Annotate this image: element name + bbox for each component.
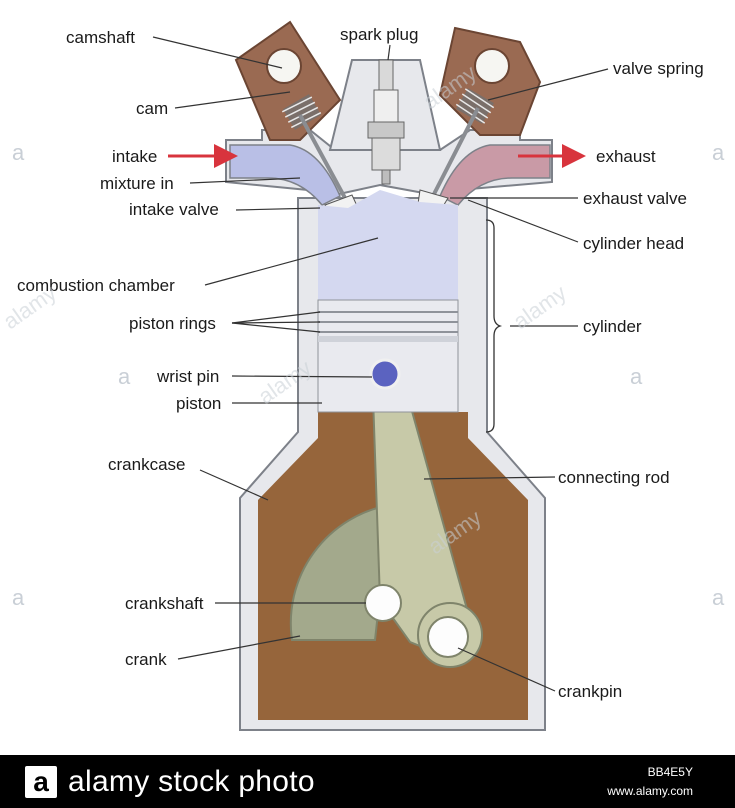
crankpin (427, 616, 469, 658)
spark-plug (367, 59, 405, 185)
watermark-mark: a (712, 585, 725, 610)
label-intake-valve: intake valve (129, 200, 219, 219)
leader-lines (152, 36, 609, 692)
exhaust-valve-stem (430, 107, 480, 199)
valve-spring-right (455, 88, 495, 124)
watermark-mark: a (118, 364, 131, 389)
combustion-chamber (318, 190, 458, 300)
alamy-logo: a (25, 766, 57, 798)
label-crankcase: crankcase (108, 455, 185, 474)
valve-spring-left (281, 94, 322, 130)
label-cam: cam (136, 99, 168, 118)
cylinder-bracket (485, 219, 503, 433)
watermark-mark: a (712, 140, 725, 165)
label-cylinder-head: cylinder head (583, 234, 684, 253)
label-piston: piston (176, 394, 221, 413)
label-crank: crank (125, 650, 167, 669)
cam-housing-left (234, 20, 342, 141)
image-code: BB4E5Y (647, 765, 693, 779)
diagram-canvas: a a a a a a a a a a (0, 20, 725, 731)
label-cylinder: cylinder (583, 317, 642, 336)
label-connecting-rod: connecting rod (558, 468, 670, 487)
label-crankpin: crankpin (558, 682, 622, 701)
label-combustion-chamber: combustion chamber (17, 276, 175, 295)
label-intake: intake (112, 147, 157, 166)
label-crankshaft: crankshaft (125, 594, 204, 613)
label-spark-plug: spark plug (340, 25, 418, 44)
watermark-mark: a (630, 364, 643, 389)
label-exhaust: exhaust (596, 147, 656, 166)
site-url: www.alamy.com (607, 784, 693, 798)
label-wrist-pin: wrist pin (156, 367, 219, 386)
label-exhaust-valve: exhaust valve (583, 189, 687, 208)
watermark-mark: a (12, 140, 25, 165)
label-camshaft: camshaft (66, 28, 135, 47)
crankshaft (364, 584, 402, 622)
piston (317, 299, 459, 413)
labels: camshaft spark plug valve spring cam int… (17, 25, 704, 701)
wrist-pin (369, 358, 401, 390)
label-valve-spring: valve spring (613, 59, 704, 78)
brand-text: alamy stock photo (68, 765, 315, 798)
footer-bar: a alamy stock photo BB4E5Y www.alamy.com (0, 755, 735, 808)
intake-valve-stem (298, 114, 347, 199)
logo-letter: a (33, 766, 49, 797)
watermark-mark: a (12, 585, 25, 610)
label-piston-rings: piston rings (129, 314, 216, 333)
label-mixture-in: mixture in (100, 174, 174, 193)
